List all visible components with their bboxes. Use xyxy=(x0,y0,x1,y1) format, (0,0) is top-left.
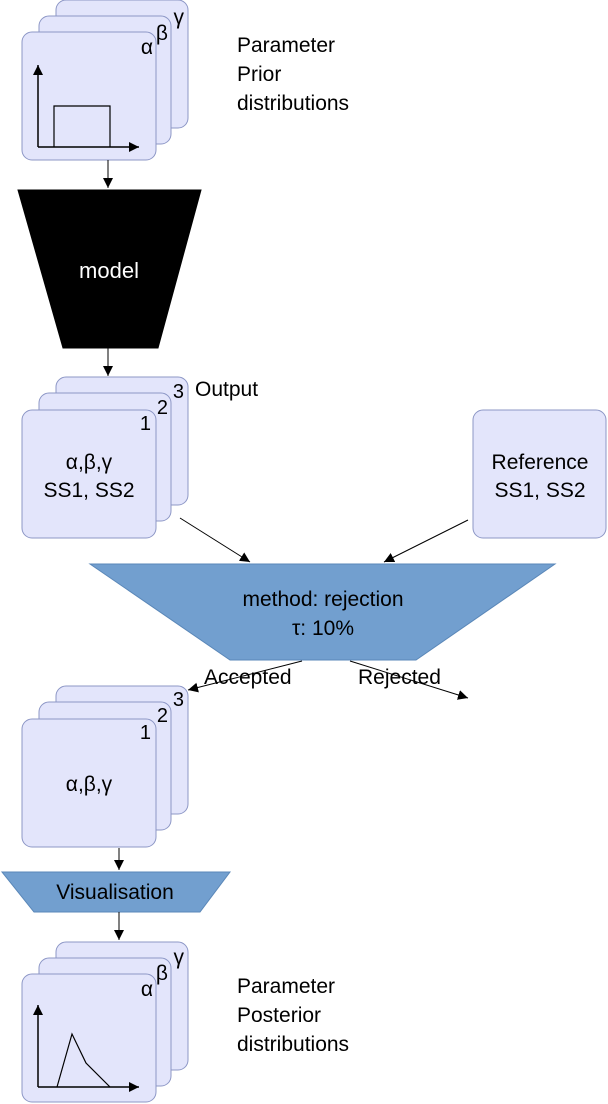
prior-caption-line3: distributions xyxy=(237,92,349,115)
prior-uniform-curve xyxy=(53,105,111,147)
posterior-label-gamma: γ xyxy=(174,946,185,969)
accepted-card-1 xyxy=(21,718,157,848)
output-params: α,β,γ xyxy=(66,451,113,474)
prior-distribution-stack: γ β α xyxy=(21,0,189,161)
accepted-params: α,β,γ xyxy=(66,773,113,796)
model-trapezoid xyxy=(17,189,202,349)
arrow-rejected xyxy=(349,660,469,700)
posterior-card-alpha xyxy=(21,973,157,1103)
accepted-stack: 3 2 1 α,β,γ xyxy=(21,685,189,848)
posterior-caption-line3: distributions xyxy=(237,1033,349,1056)
posterior-label-beta: β xyxy=(156,962,168,985)
posterior-plot-icon xyxy=(33,1005,139,1092)
visualisation-trapezoid xyxy=(0,871,231,913)
prior-label-beta: β xyxy=(156,22,168,45)
output-title: Output xyxy=(195,378,258,401)
rejected-label: Rejected xyxy=(358,666,441,689)
arrow-output-to-method xyxy=(179,517,251,563)
output-label-1: 1 xyxy=(140,413,151,435)
posterior-label-alpha: α xyxy=(141,978,153,1001)
posterior-caption-line1: Parameter xyxy=(237,975,335,998)
method-trapezoid xyxy=(88,563,557,661)
output-stack: 3 2 1 α,β,γ SS1, SS2 xyxy=(21,376,189,539)
arrow-reference-to-method xyxy=(383,519,469,563)
output-label-3: 3 xyxy=(173,381,184,403)
output-label-2: 2 xyxy=(157,397,168,419)
posterior-caption: Parameter Posterior distributions xyxy=(237,975,349,1056)
prior-caption-line1: Parameter xyxy=(237,34,335,57)
accepted-label: Accepted xyxy=(204,666,292,689)
output-summary-stats: SS1, SS2 xyxy=(43,479,134,502)
visualisation-label: Visualisation xyxy=(56,881,174,904)
method-tolerance: τ: 10% xyxy=(292,617,354,640)
posterior-density-curve xyxy=(56,1032,111,1088)
prior-plot-icon xyxy=(33,65,139,152)
reference-summary-stats: SS1, SS2 xyxy=(494,479,585,502)
posterior-caption-line2: Posterior xyxy=(237,1004,321,1027)
reference-block: Reference SS1, SS2 xyxy=(472,409,607,539)
posterior-distribution-stack: γ β α xyxy=(21,941,189,1103)
accepted-label-2: 2 xyxy=(157,705,168,727)
model-block: model xyxy=(17,189,202,349)
prior-card-alpha xyxy=(21,31,157,161)
prior-caption-line2: Prior xyxy=(237,63,281,86)
accepted-label-3: 3 xyxy=(173,689,184,711)
output-card-1 xyxy=(21,409,157,539)
reference-title: Reference xyxy=(492,451,589,474)
arrow-accepted xyxy=(187,660,303,693)
accepted-label-1: 1 xyxy=(140,722,151,744)
reference-card xyxy=(472,409,607,539)
method-name: method: rejection xyxy=(242,588,403,611)
model-label: model xyxy=(79,258,139,283)
prior-label-alpha: α xyxy=(141,36,153,59)
prior-label-gamma: γ xyxy=(174,6,185,29)
visualisation-block: Visualisation xyxy=(0,871,231,913)
prior-caption: Parameter Prior distributions xyxy=(237,34,349,115)
method-block: method: rejection τ: 10% xyxy=(88,563,557,661)
